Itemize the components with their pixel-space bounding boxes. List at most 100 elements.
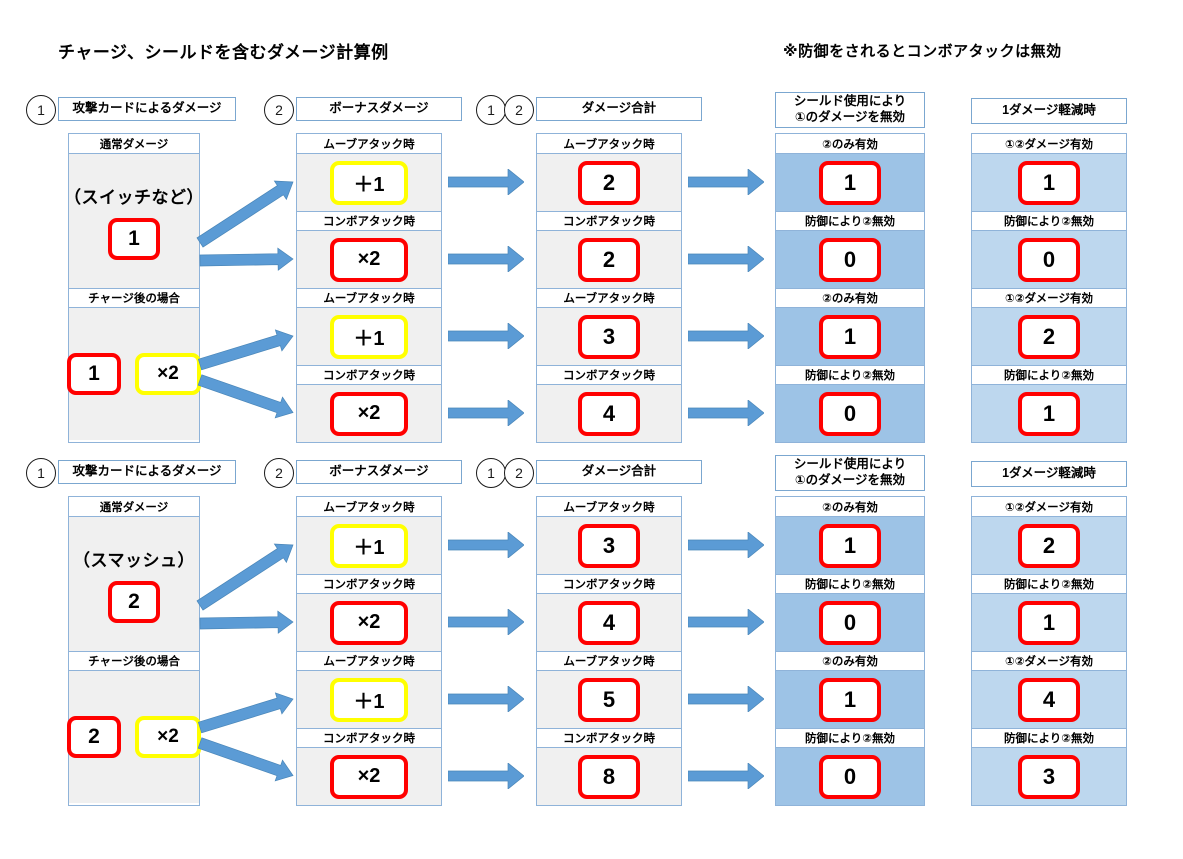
shield-header-line2: ①のダメージを無効 bbox=[795, 473, 905, 487]
shield-stack-value-1-4: 0 bbox=[819, 391, 881, 436]
shield-stack-sub-2-2: 防御により②無効 bbox=[776, 574, 924, 594]
attack-card-name-2: （スマッシュ） bbox=[73, 550, 195, 570]
badge-total-1-2: 1 bbox=[476, 458, 506, 488]
shield-stack-value-2-1: 1 bbox=[819, 523, 881, 568]
reduce-stack-sub-2-2: 防御により②無効 bbox=[972, 574, 1126, 594]
arrow-total-to-shield-1-2 bbox=[688, 245, 764, 272]
shield-stack-cell-2-3: 1 bbox=[776, 671, 924, 728]
column-header-damage-total-1: ダメージ合計 bbox=[536, 97, 702, 121]
attack-card-charge-cell-2: 2×2 bbox=[67, 671, 201, 803]
arrow-card-to-bonus-1-3 bbox=[197, 328, 294, 370]
bonus-damage-stack-cell-2-2: ×2 bbox=[297, 594, 441, 651]
damage-total-stack-cell-2-3: 5 bbox=[537, 671, 681, 728]
arrow-card-to-bonus-1-2 bbox=[199, 247, 294, 271]
damage-total-stack-value-1-1: 2 bbox=[578, 160, 640, 205]
shield-stack-value-1-3: 1 bbox=[819, 314, 881, 359]
reduce-stack-sub-2-1: ①②ダメージ有効 bbox=[972, 497, 1126, 517]
damage-total-stack-value-2-1: 3 bbox=[578, 523, 640, 568]
bonus-damage-stack-value-1-4: ×2 bbox=[330, 391, 408, 436]
shield-stack-cell-1-2: 0 bbox=[776, 231, 924, 288]
shield-stack-cell-2-1: 1 bbox=[776, 517, 924, 574]
reduce-stack-value-1-4: 1 bbox=[1018, 391, 1080, 436]
attack-card-normal-cell-2: （スマッシュ）2 bbox=[69, 517, 199, 651]
bonus-damage-stack-sub-2-2: コンボアタック時 bbox=[297, 574, 441, 594]
reduce-stack-value-2-4: 3 bbox=[1018, 754, 1080, 799]
bonus-damage-stack-sub-1-3: ムーブアタック時 bbox=[297, 288, 441, 308]
bonus-damage-stack-cell-2-1: ＋1 bbox=[297, 517, 441, 574]
reduce-stack-value-2-1: 2 bbox=[1018, 523, 1080, 568]
shield-stack-cell-1-4: 0 bbox=[776, 385, 924, 442]
bonus-damage-stack-cell-1-3: ＋1 bbox=[297, 308, 441, 365]
arrow-bonus-to-total-2-3 bbox=[448, 685, 524, 712]
shield-stack-cell-2-4: 0 bbox=[776, 748, 924, 805]
shield-stack-sub-1-3: ②のみ有効 bbox=[776, 288, 924, 308]
badge-bonus-damage-1: 2 bbox=[264, 95, 294, 125]
damage-total-stack-sub-1-1: ムーブアタック時 bbox=[537, 134, 681, 154]
shield-stack-value-2-2: 0 bbox=[819, 600, 881, 645]
attack-card-normal-label-2: 通常ダメージ bbox=[69, 497, 199, 517]
bonus-damage-stack-value-2-2: ×2 bbox=[330, 600, 408, 645]
damage-total-stack-cell-1-3: 3 bbox=[537, 308, 681, 365]
reduce-stack-cell-2-3: 4 bbox=[972, 671, 1126, 728]
arrow-total-to-shield-2-3 bbox=[688, 685, 764, 712]
bonus-damage-stack-cell-2-3: ＋1 bbox=[297, 671, 441, 728]
damage-total-stack-value-1-4: 4 bbox=[578, 391, 640, 436]
arrow-card-to-bonus-2-2 bbox=[199, 610, 294, 634]
arrow-total-to-shield-1-1 bbox=[688, 168, 764, 195]
reduce-stack-sub-1-2: 防御により②無効 bbox=[972, 211, 1126, 231]
damage-total-stack-cell-1-4: 4 bbox=[537, 385, 681, 442]
bonus-damage-stack-sub-2-3: ムーブアタック時 bbox=[297, 651, 441, 671]
badge-total-2-2: 2 bbox=[504, 458, 534, 488]
bonus-damage-stack-value-2-4: ×2 bbox=[330, 754, 408, 799]
arrow-total-to-shield-1-4 bbox=[688, 399, 764, 426]
bonus-damage-stack-sub-1-4: コンボアタック時 bbox=[297, 365, 441, 385]
damage-total-stack-sub-2-3: ムーブアタック時 bbox=[537, 651, 681, 671]
damage-total-stack-sub-1-2: コンボアタック時 bbox=[537, 211, 681, 231]
reduce-stack-value-1-3: 2 bbox=[1018, 314, 1080, 359]
attack-card-charge-label-1: チャージ後の場合 bbox=[69, 288, 199, 308]
damage-total-stack-sub-1-3: ムーブアタック時 bbox=[537, 288, 681, 308]
arrow-bonus-to-total-1-2 bbox=[448, 245, 524, 272]
arrow-bonus-to-total-2-4 bbox=[448, 762, 524, 789]
shield-stack-value-2-3: 1 bbox=[819, 677, 881, 722]
arrow-total-to-shield-1-3 bbox=[688, 322, 764, 349]
damage-total-stack-value-1-2: 2 bbox=[578, 237, 640, 282]
badge-total-1-1: 1 bbox=[476, 95, 506, 125]
bonus-damage-stack-cell-1-4: ×2 bbox=[297, 385, 441, 442]
shield-stack-value-1-1: 1 bbox=[819, 160, 881, 205]
damage-total-stack-cell-1-1: 2 bbox=[537, 154, 681, 211]
column-header-reduce-2: 1ダメージ軽減時 bbox=[971, 461, 1127, 487]
arrow-bonus-to-total-1-4 bbox=[448, 399, 524, 426]
badge-total-2-1: 2 bbox=[504, 95, 534, 125]
note-title: ※防御をされるとコンボアタックは無効 bbox=[783, 43, 1062, 60]
column-header-bonus-damage-1: ボーナスダメージ bbox=[296, 97, 462, 121]
badge-bonus-damage-2: 2 bbox=[264, 458, 294, 488]
attack-card-base-value-1: 1 bbox=[108, 217, 160, 260]
shield-header-line2: ①のダメージを無効 bbox=[795, 110, 905, 124]
shield-stack-sub-1-2: 防御により②無効 bbox=[776, 211, 924, 231]
arrow-card-to-bonus-2-4 bbox=[197, 737, 294, 782]
bonus-damage-stack-value-1-2: ×2 bbox=[330, 237, 408, 282]
damage-total-stack-cell-2-1: 3 bbox=[537, 517, 681, 574]
shield-stack-cell-1-1: 1 bbox=[776, 154, 924, 211]
damage-total-stack-sub-2-1: ムーブアタック時 bbox=[537, 497, 681, 517]
arrow-card-to-bonus-2-1 bbox=[196, 543, 294, 611]
reduce-stack-sub-1-3: ①②ダメージ有効 bbox=[972, 288, 1126, 308]
reduce-stack-value-1-2: 0 bbox=[1018, 237, 1080, 282]
shield-stack-sub-2-3: ②のみ有効 bbox=[776, 651, 924, 671]
bonus-damage-stack-cell-1-1: ＋1 bbox=[297, 154, 441, 211]
column-header-reduce-1: 1ダメージ軽減時 bbox=[971, 98, 1127, 124]
damage-total-stack-cell-2-2: 4 bbox=[537, 594, 681, 651]
bonus-damage-stack-value-2-1: ＋1 bbox=[330, 523, 408, 568]
bonus-damage-stack-cell-2-4: ×2 bbox=[297, 748, 441, 805]
damage-total-stack-value-2-2: 4 bbox=[578, 600, 640, 645]
bonus-damage-stack-sub-1-1: ムーブアタック時 bbox=[297, 134, 441, 154]
